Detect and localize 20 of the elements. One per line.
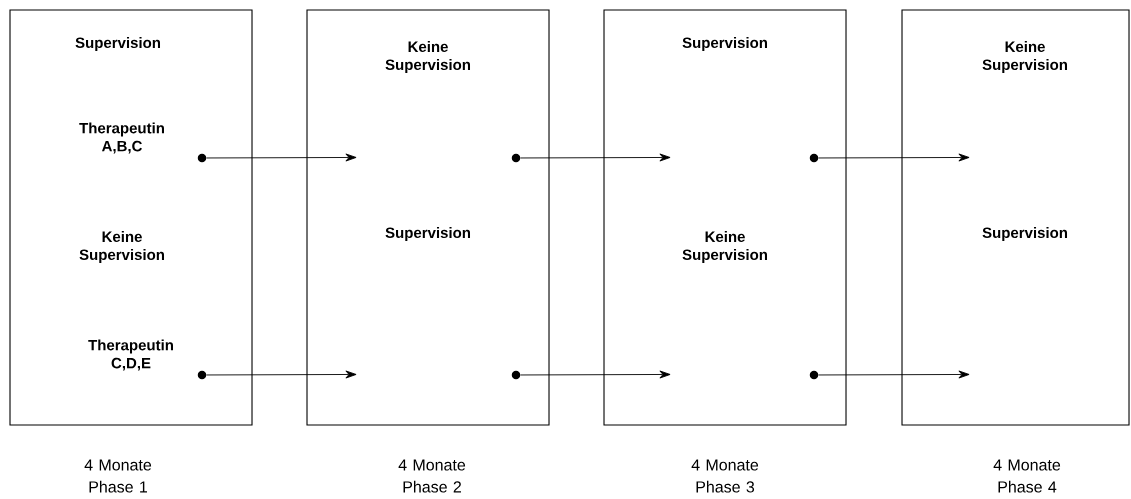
arrow	[520, 153, 671, 162]
box-label: Therapeutin A,B,C	[79, 122, 164, 154]
arrow	[206, 370, 357, 379]
box-label: Keine Supervision	[682, 231, 767, 263]
duration-label: 4 Monate Phase 3	[691, 459, 759, 493]
box-label: Supervision	[75, 37, 160, 51]
box-label: Keine Supervision	[982, 41, 1067, 73]
box-label: Supervision	[385, 227, 470, 241]
arrow	[818, 370, 970, 379]
arrow	[206, 153, 357, 162]
box-label: Keine Supervision	[385, 41, 470, 73]
box-label: Supervision	[982, 227, 1067, 241]
duration-label: 4 Monate Phase 4	[993, 459, 1061, 493]
box-label: Therapeutin C,D,E	[88, 339, 173, 371]
duration-label: 4 Monate Phase 2	[398, 459, 466, 493]
box-label: Supervision	[682, 37, 767, 51]
duration-label: 4 Monate Phase 1	[84, 459, 152, 493]
arrow	[818, 153, 970, 162]
arrow	[520, 370, 671, 379]
box-label: Keine Supervision	[79, 231, 164, 263]
